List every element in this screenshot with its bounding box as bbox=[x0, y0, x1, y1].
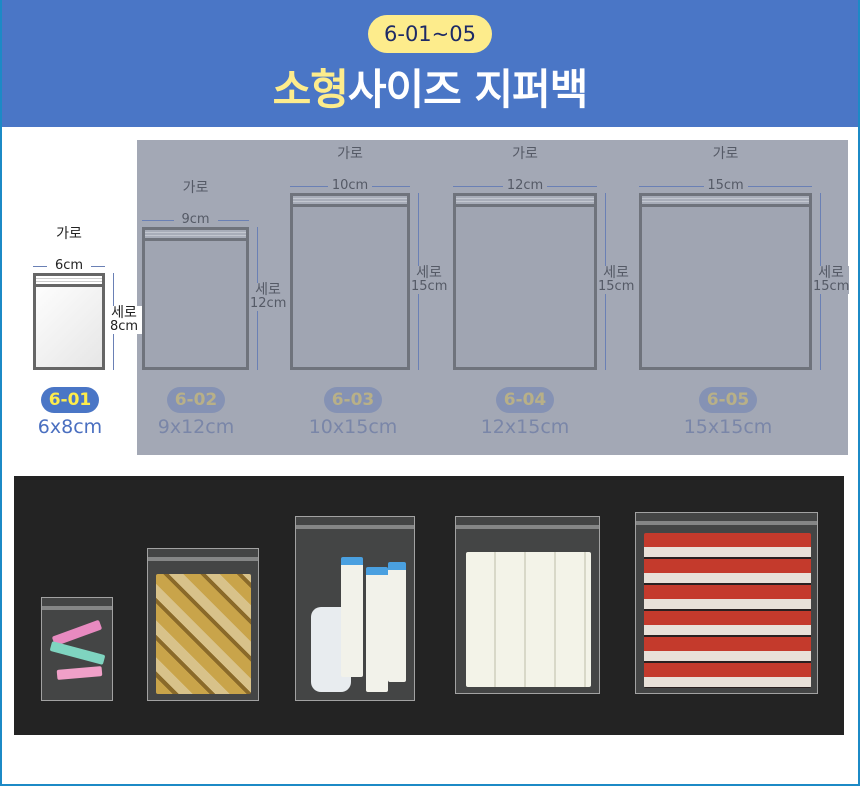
width-value: 9cm bbox=[173, 213, 218, 227]
product-photo bbox=[14, 476, 844, 735]
product-size: 9x12cm bbox=[157, 416, 235, 438]
width-label: 가로 bbox=[712, 146, 739, 162]
bag-diagram-1 bbox=[33, 273, 105, 370]
header-banner: 6-01~05 소형사이즈 지퍼백 bbox=[0, 0, 860, 127]
product-size: 15x15cm bbox=[683, 416, 773, 438]
height-label-text: 세로 bbox=[818, 264, 844, 281]
product-code-badge: 6-02 bbox=[167, 387, 225, 413]
width-value: 15cm bbox=[703, 179, 748, 193]
zipper-strip bbox=[293, 196, 407, 207]
bag-diagram-3 bbox=[290, 193, 410, 370]
height-label-text: 세로 bbox=[111, 304, 137, 321]
product-code-badge: 6-01 bbox=[41, 387, 99, 413]
product-size: 12x15cm bbox=[480, 416, 570, 438]
photo-bag-6-04 bbox=[455, 516, 600, 694]
width-label: 가로 bbox=[512, 146, 538, 162]
height-value: 8cm bbox=[109, 318, 139, 334]
height-value: 15cm bbox=[813, 278, 850, 294]
product-code-badge: 6-04 bbox=[496, 387, 554, 413]
page-title: 소형사이즈 지퍼백 bbox=[0, 56, 860, 117]
zipper-strip bbox=[145, 230, 246, 241]
photo-bag-6-02 bbox=[147, 548, 259, 701]
width-value: 12cm bbox=[503, 179, 547, 193]
bag-diagram-5 bbox=[639, 193, 812, 370]
height-value: 12cm bbox=[250, 295, 287, 311]
photo-bag-6-01 bbox=[41, 597, 113, 701]
photo-bag-6-03 bbox=[295, 516, 415, 701]
zipper-strip bbox=[456, 196, 594, 207]
bag-diagram-4 bbox=[453, 193, 597, 370]
product-size: 6x8cm bbox=[37, 416, 103, 438]
title-highlight: 소형 bbox=[272, 65, 349, 114]
zipper-strip bbox=[642, 196, 809, 207]
height-label-text: 세로 bbox=[416, 264, 442, 281]
width-label: 가로 bbox=[182, 180, 209, 196]
code-range-badge: 6-01~05 bbox=[368, 15, 492, 53]
title-rest: 사이즈 지퍼백 bbox=[347, 65, 588, 114]
product-code-badge: 6-03 bbox=[324, 387, 382, 413]
height-label-text: 세로 bbox=[255, 281, 281, 298]
width-label: 가로 bbox=[56, 226, 82, 242]
height-value: 15cm bbox=[411, 278, 448, 294]
width-label: 가로 bbox=[337, 146, 363, 162]
photo-bag-6-05 bbox=[635, 512, 818, 694]
product-code-badge: 6-05 bbox=[699, 387, 757, 413]
height-value: 15cm bbox=[598, 278, 635, 294]
width-value: 10cm bbox=[328, 179, 372, 193]
zipper-strip bbox=[36, 276, 102, 287]
product-size: 10x15cm bbox=[308, 416, 398, 438]
width-value: 6cm bbox=[47, 259, 91, 273]
height-label-text: 세로 bbox=[603, 264, 629, 281]
bag-diagram-2 bbox=[142, 227, 249, 370]
